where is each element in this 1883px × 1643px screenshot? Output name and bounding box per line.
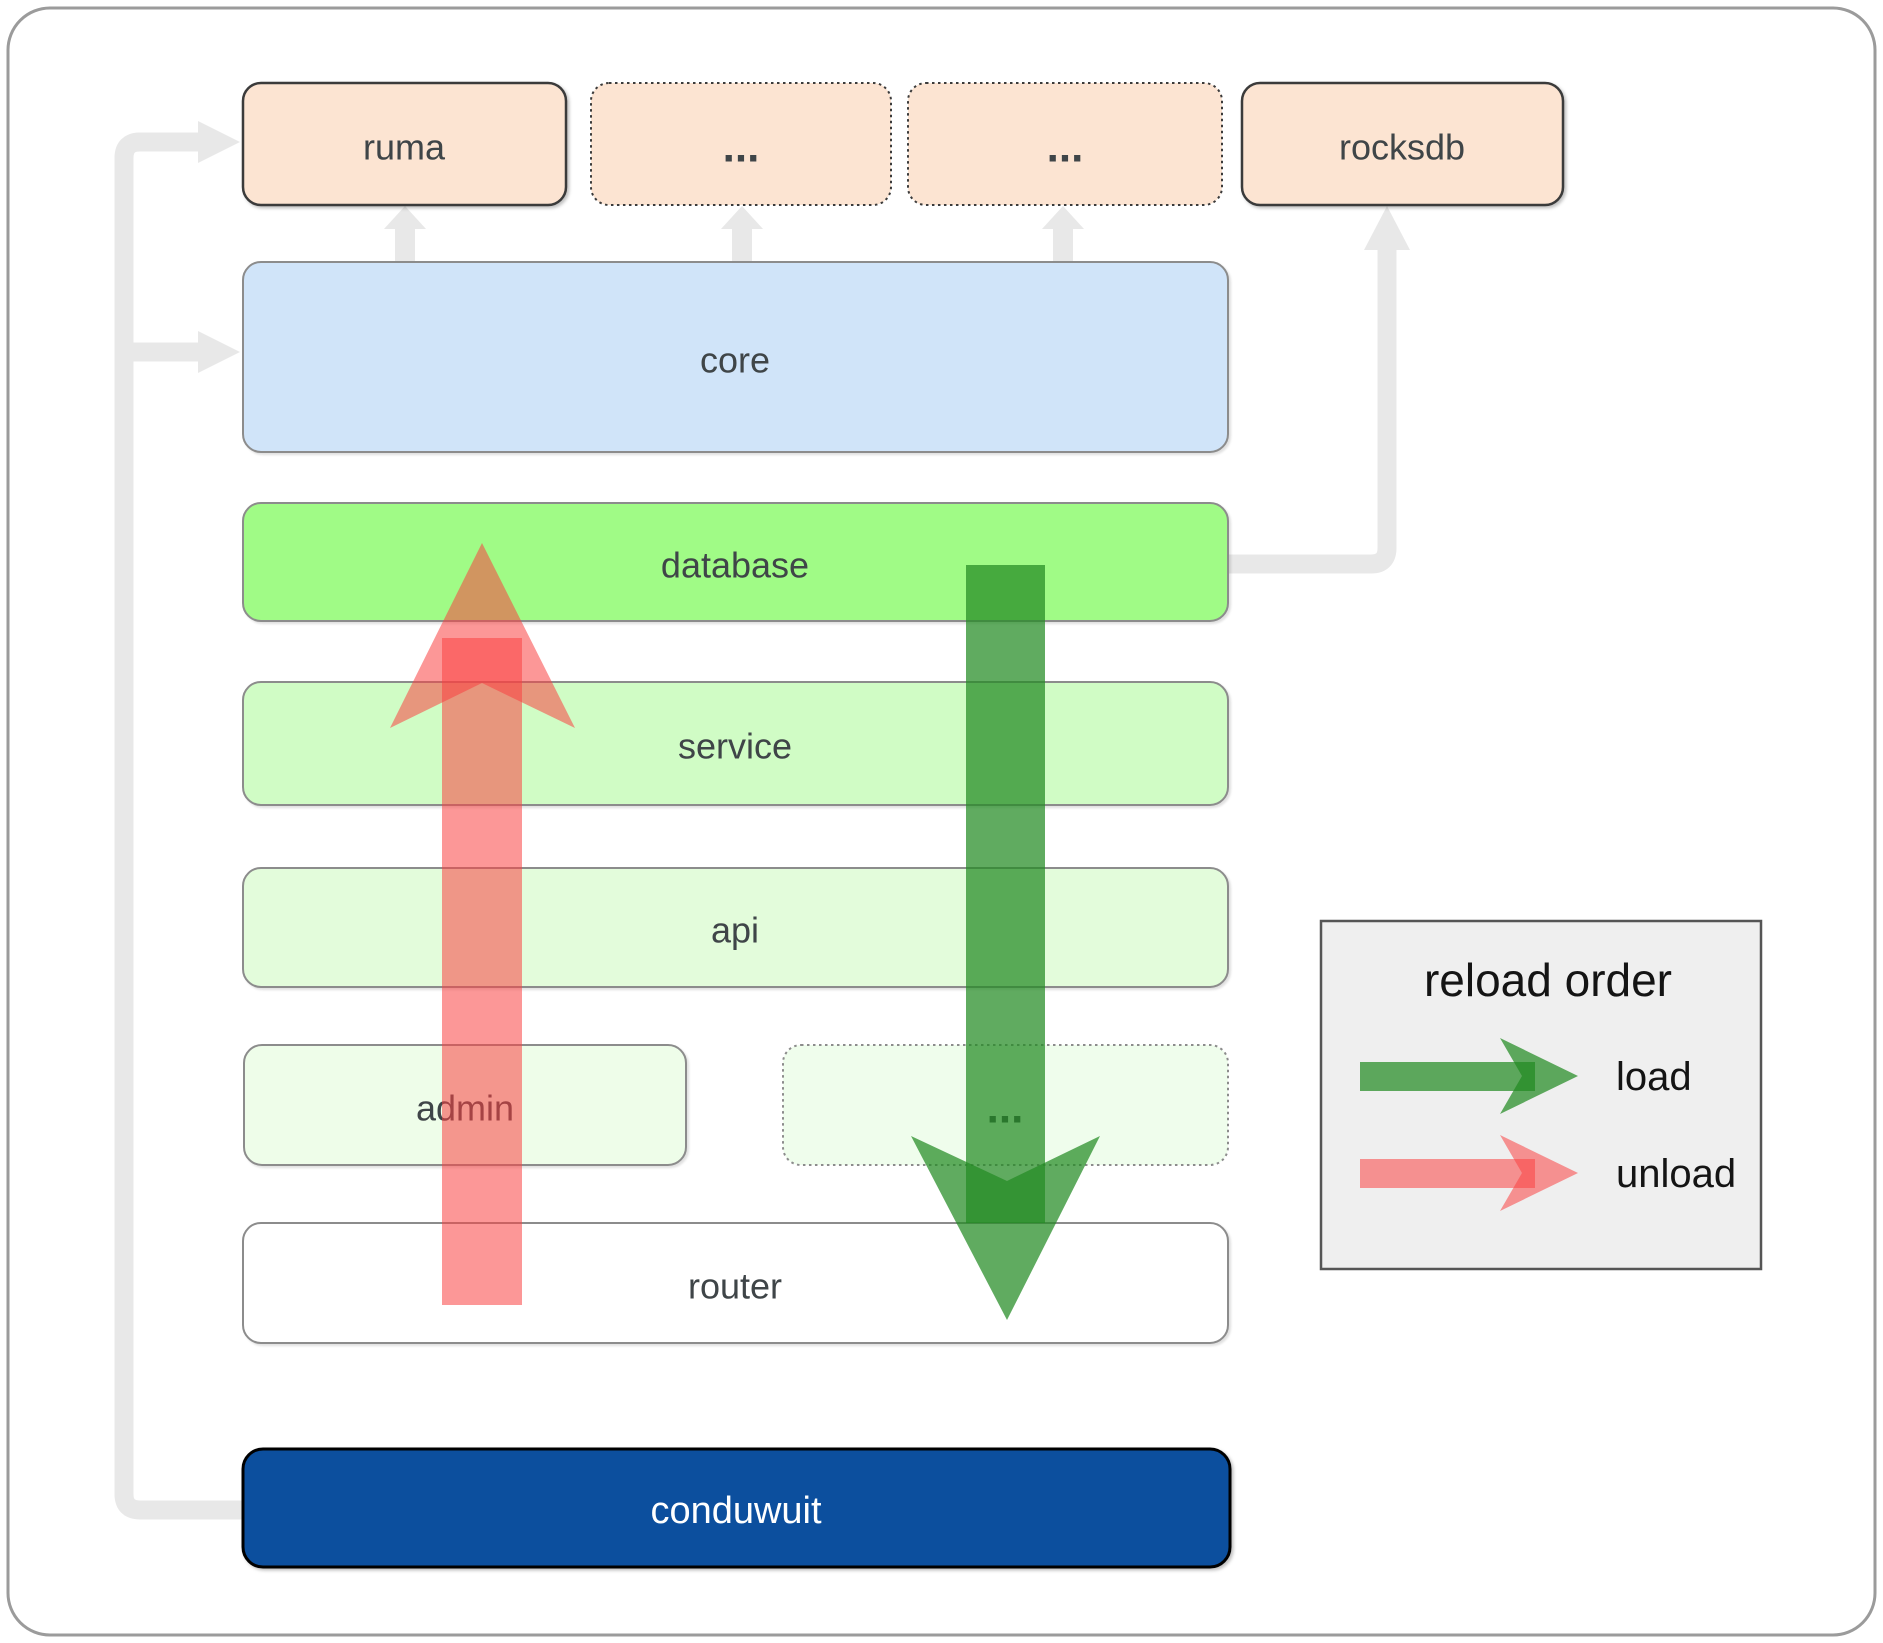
core-to-dots2-arrow-shaft: [1053, 229, 1073, 263]
legend-load-shaft: [1360, 1062, 1535, 1091]
load-arrow: [911, 565, 1100, 1320]
conduwuit-box: [241, 1447, 1232, 1569]
connector-arrowhead-rocksdb: [1364, 206, 1410, 250]
database-to-rocksdb-connector: [1228, 230, 1397, 574]
legend-load-label: load: [1616, 1055, 1692, 1099]
rocksdb-box: [1240, 81, 1565, 207]
core-to-ruma-arrow-shaft: [395, 229, 415, 263]
legend-unload-label: unload: [1616, 1152, 1736, 1196]
dots-top-1-box: [590, 82, 892, 206]
api-label: api: [711, 910, 759, 951]
unload-arrow-shaft: [442, 638, 522, 1305]
core-box: [242, 261, 1229, 453]
rocksdb-label: rocksdb: [1339, 127, 1465, 168]
page-frame: [6, 6, 1877, 1637]
legend-unload-arrowhead: [1500, 1135, 1578, 1211]
conduwuit-to-ruma-connector: [114, 132, 246, 1520]
database-label: database: [661, 545, 809, 586]
legend-load-arrow-icon: [1360, 1038, 1578, 1114]
connector-arrowhead-core: [198, 331, 240, 373]
dots-top-2-label: ...: [1047, 123, 1084, 172]
legend-load-arrowhead: [1500, 1038, 1578, 1114]
unload-arrow: [390, 543, 575, 1305]
legend: reload order load unload: [1319, 919, 1763, 1271]
connector-arrowhead-ruma: [198, 121, 240, 163]
load-arrow-shaft: [966, 565, 1045, 1223]
legend-box: [1319, 919, 1763, 1271]
core-to-ruma-arrowhead: [384, 206, 426, 229]
core-to-dots2-arrowhead: [1042, 206, 1084, 229]
router-label: router: [688, 1266, 782, 1307]
unload-arrowhead: [390, 543, 575, 728]
core-to-dots1-arrow-shaft: [732, 229, 752, 263]
dots-top-2-box: [907, 82, 1223, 206]
core-label: core: [700, 340, 770, 381]
ruma-label: ruma: [363, 127, 446, 168]
core-to-dots1-arrowhead: [721, 206, 763, 229]
dependency-connectors: [114, 121, 1410, 1520]
load-arrowhead: [911, 1136, 1100, 1320]
service-label: service: [678, 726, 792, 767]
conduwuit-label: conduwuit: [650, 1490, 822, 1532]
dots-top-1-label: ...: [723, 123, 760, 172]
ruma-box: [241, 81, 568, 207]
legend-unload-shaft: [1360, 1159, 1535, 1188]
legend-title: reload order: [1424, 954, 1672, 1006]
legend-unload-arrow-icon: [1360, 1135, 1578, 1211]
